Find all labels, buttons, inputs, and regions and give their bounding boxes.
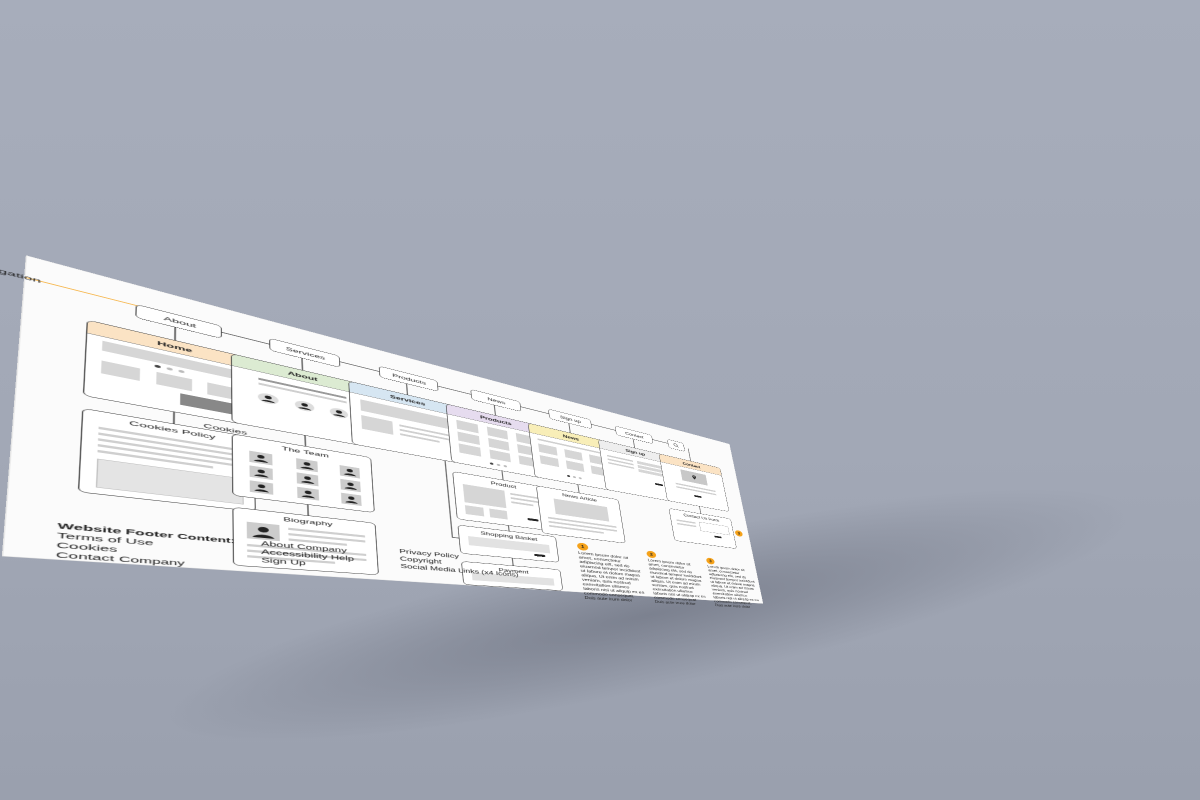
person-icon — [296, 472, 319, 487]
pagination-dots — [489, 462, 508, 468]
person-icon — [257, 391, 279, 406]
note-text-1: Lorem ipsum dolor sit amet, consectetur … — [577, 550, 645, 603]
person-icon — [249, 450, 273, 466]
search-icon — [673, 443, 680, 449]
person-icon — [329, 406, 349, 420]
person-icon — [296, 458, 318, 473]
map-pin-icon — [691, 475, 697, 480]
nav-news-label: News — [487, 395, 506, 406]
person-icon — [246, 521, 280, 542]
note-text-3: Lorem ipsum dolor sit amet, consectetur … — [707, 564, 760, 609]
person-icon — [340, 492, 362, 506]
person-icon — [297, 486, 320, 501]
person-icon — [340, 478, 361, 493]
person-icon — [249, 465, 273, 481]
sitemap-sheet: Main Navigation About Services Products … — [0, 248, 763, 609]
note-text-2: Lorem ipsum dolor sit amet, consectetur … — [647, 558, 706, 606]
submit-button-placeholder — [654, 482, 664, 487]
person-icon — [294, 399, 315, 413]
person-icon — [249, 480, 274, 495]
person-icon — [339, 465, 360, 479]
pagination-dots — [566, 474, 582, 480]
